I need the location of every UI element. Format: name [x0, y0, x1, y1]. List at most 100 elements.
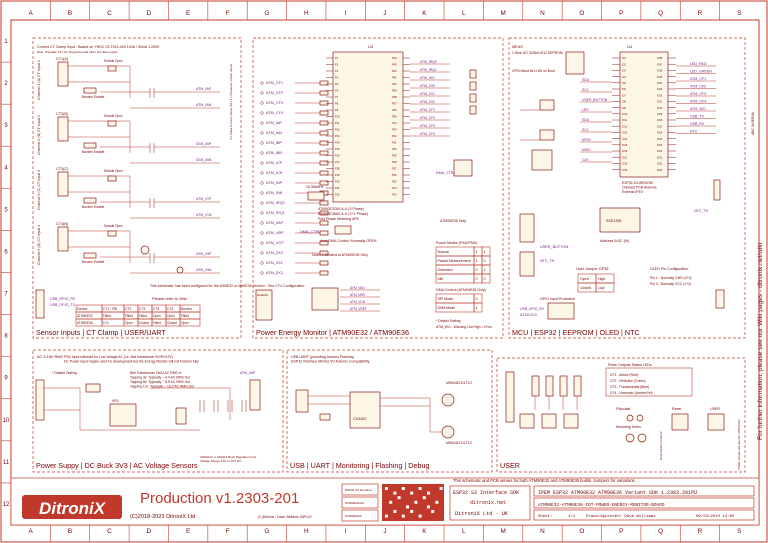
leds-title: Pulse Outputs Status LEDs	[608, 363, 652, 367]
net-flag	[260, 161, 264, 165]
mcu-pin-name: IO12	[622, 125, 628, 128]
chip-pin-name: P39	[392, 89, 397, 93]
ct-side-note: 3 x Pulse Current Inputs (5A) 3 x Channe…	[229, 63, 233, 140]
atm90e-chip	[332, 51, 404, 203]
vref-part	[453, 159, 473, 177]
grid-col-label: L	[462, 10, 466, 17]
net-flag	[260, 181, 264, 185]
protection-chip	[547, 302, 575, 320]
ct-signal-label: ATM_INN	[196, 268, 212, 272]
grid-col-label: K	[422, 528, 427, 535]
oled-chip-name: SSD1306	[606, 219, 621, 223]
mcu-right-signal: ATM_CF1	[690, 77, 706, 81]
eeprom-title: MEAS	[512, 45, 523, 49]
energy-left-signal: ATM_CF1	[266, 81, 283, 85]
dma-mode-value: DMA Mode	[438, 306, 456, 310]
mcu-left-signal: SCL	[582, 88, 589, 92]
burden-label: Burden Enable	[82, 205, 105, 209]
series-resistor	[319, 220, 329, 226]
ct-signal-label: ATM_ICN	[196, 213, 212, 217]
mcu-left-signal: SDA	[582, 118, 590, 122]
mcu-right-signals: LED_REDLED_GREENATM_CF1ATM_CF2ATM_CF3ATM…	[676, 62, 716, 134]
grid-col-label: N	[540, 10, 545, 17]
device-table-value: Closed	[167, 321, 177, 325]
mcu-pin-name: IO36	[657, 70, 663, 73]
grid-col-label: J	[383, 10, 386, 17]
series-resistor	[319, 260, 329, 266]
burden-label: Burden Enable	[82, 260, 105, 264]
ct-wire	[68, 175, 150, 208]
chip-pin-name: P5	[335, 82, 339, 86]
energy-left-signal: ATM_IRQ0	[266, 201, 285, 205]
series-resistor	[319, 240, 329, 246]
device-table-value: Fitted	[139, 314, 147, 318]
pulse-led	[469, 105, 477, 115]
jumper-value: High	[598, 277, 605, 281]
leds-box	[605, 367, 693, 397]
esp32-chip	[619, 51, 669, 178]
transistor-2	[441, 425, 455, 439]
board-subtitle-box	[533, 497, 755, 509]
dma-note: Auto DMA Control *Normally OPEN	[320, 239, 377, 243]
series-resistor	[319, 140, 329, 146]
net-flag	[260, 251, 264, 255]
series-resistor	[319, 200, 329, 206]
chip-pin-name: P36	[392, 108, 397, 112]
chipbox-2	[341, 496, 379, 509]
qr-cell	[397, 496, 401, 500]
mcu-pin-name: IO20	[657, 169, 663, 172]
qr-cell	[410, 510, 414, 513]
copyright: (C)2018-2023 DitroniX Ltd	[130, 514, 195, 520]
grid-row-label: 12	[3, 502, 10, 508]
ct-led	[176, 266, 184, 274]
energy-left-signal: ATM_IAP	[266, 121, 282, 125]
chip-pin-name: P14	[335, 141, 340, 145]
section-title-energy: Power Energy Monitor | ATM90E32 / ATM90E…	[256, 328, 409, 337]
right-margin-wiki: For further information, please see our …	[757, 242, 764, 440]
dip-switch	[311, 287, 339, 311]
mcu-chip-ref: U4	[627, 44, 633, 49]
interface-title: ESP32 S3 Interface SDK	[453, 490, 519, 496]
grid-col-label: M	[500, 10, 505, 17]
ntc-resistor	[713, 179, 721, 201]
grid-col-label: O	[579, 10, 584, 17]
mcu-right-signal: LED_RED	[690, 62, 707, 66]
mcu-pin-name: IO24	[657, 144, 663, 147]
qr-block	[382, 484, 444, 521]
ct-connector	[57, 116, 69, 142]
mcu-right-signal: LED_GREEN	[690, 70, 712, 74]
device-table-value: Fitted	[125, 314, 133, 318]
energy-right-signal: ATM_IRQ1	[420, 68, 437, 72]
grid-col-label: P	[619, 10, 623, 17]
oled-cfg-title: OLED Pin Configuration	[650, 267, 688, 271]
default-open-label: Default Open	[104, 114, 123, 118]
chip-pin-name: P18	[335, 167, 340, 171]
grid-col-label: P	[619, 528, 623, 535]
vac-net: ATM_VAP	[240, 371, 256, 375]
grid-col-label: B	[68, 10, 72, 17]
section-title-power: Power Suppy | DC Buck 3V3 | AC Voltage S…	[36, 461, 198, 470]
ct-connector	[57, 171, 69, 197]
dma-mode-value: 1	[476, 306, 478, 310]
dual-switch: Dual Switch Footprint	[659, 431, 663, 460]
date: 09/03/2023 14:05	[696, 514, 735, 519]
dma-ctrl-label: DMA_CTRL	[300, 230, 320, 234]
company: DitroniX Ltd - UK	[455, 511, 509, 517]
transistor-1	[441, 393, 455, 407]
device-table-value: Fitted	[153, 321, 161, 325]
ct-connector	[57, 226, 69, 252]
user-area	[505, 371, 725, 443]
energy-left-signals: ATM_CF1ATM_CF2ATM_CF3ATM_CF4ATM_IAPATM_I…	[260, 80, 329, 276]
chip-pin-name: P17	[335, 160, 340, 164]
chipbox-2-text: ATM90E32AS	[345, 501, 364, 505]
energy-left-signal: ATM_VCP	[266, 241, 284, 245]
burden-label: Burden Enable	[82, 150, 105, 154]
grid-row-label: 5	[4, 207, 8, 213]
logo-bg	[22, 495, 122, 519]
ct-connector-label: CT3(C)	[56, 167, 69, 171]
